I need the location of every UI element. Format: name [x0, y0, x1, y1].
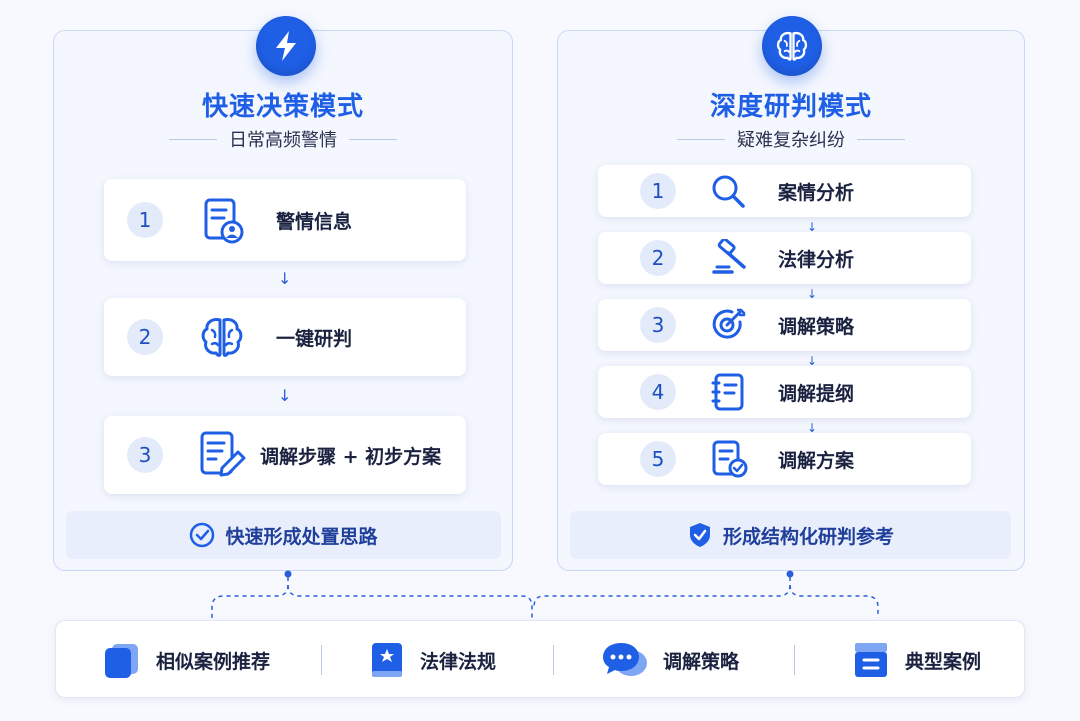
resource-laws[interactable]: 法律法规: [368, 621, 496, 699]
brain-icon: [198, 314, 246, 360]
resource-bar: 相似案例推荐 法律法规 调解策略: [55, 620, 1025, 698]
resource-similar-cases[interactable]: 相似案例推荐: [102, 621, 270, 699]
arrow-down-icon: ↓: [807, 421, 818, 435]
step-label: 调解方案: [778, 450, 855, 472]
step-label: 调解提纲: [778, 383, 855, 405]
step-label: 一键研判: [276, 328, 353, 350]
step-number: 1: [640, 173, 676, 209]
step-card-1: 1 警情信息: [104, 179, 466, 261]
subtitle-row: 疑难复杂纠纷: [558, 126, 1024, 152]
gavel-icon: [710, 239, 748, 277]
document-edit-icon: [198, 430, 246, 480]
brain-icon: [762, 16, 822, 76]
resource-strategies[interactable]: 调解策略: [601, 621, 739, 699]
step-card-3: 3 调解策略: [598, 299, 971, 351]
magnifier-icon: [710, 173, 746, 209]
divider: [553, 645, 554, 675]
step-number: 5: [640, 441, 676, 477]
panel-title: 快速决策模式: [201, 92, 364, 122]
resource-label: 法律法规: [420, 650, 497, 673]
arrow-down-icon: ↓: [278, 386, 292, 405]
document-check-icon: [710, 439, 748, 479]
deep-analysis-panel: 深度研判模式 疑难复杂纠纷 1 案情分析 ↓ 2 法律分析 ↓: [557, 30, 1025, 571]
archive-box-icon: [851, 640, 891, 680]
divider-line: [677, 138, 725, 140]
step-card-5: 5 调解方案: [598, 433, 971, 485]
divider-line: [169, 138, 217, 140]
panel-title: 深度研判模式: [709, 92, 872, 122]
step-number: 4: [640, 374, 676, 410]
arrow-down-icon: ↓: [807, 287, 818, 301]
step-label: 调解步骤 + 初步方案: [260, 446, 442, 468]
step-label: 调解策略: [778, 316, 855, 338]
footer-text: 形成结构化研判参考: [722, 525, 894, 548]
step-number: 3: [640, 307, 676, 343]
step-label: 法律分析: [778, 249, 855, 271]
notebook-icon: [710, 372, 746, 412]
footer-text: 快速形成处置思路: [225, 525, 378, 548]
step-number: 3: [127, 437, 163, 473]
step-card-2: 2 一键研判: [104, 298, 466, 376]
lightning-bolt-icon: [256, 16, 316, 76]
step-number: 2: [127, 319, 163, 355]
step-label: 案情分析: [778, 182, 855, 204]
divider-line: [349, 138, 397, 140]
arrow-down-icon: ↓: [807, 220, 818, 234]
panel-subtitle: 日常高频警情: [229, 130, 337, 151]
step-card-3: 3 调解步骤 + 初步方案: [104, 416, 466, 494]
panel-subtitle: 疑难复杂纠纷: [737, 130, 845, 151]
fast-decision-panel: 快速决策模式 日常高频警情 1 警情信息 ↓ 2: [53, 30, 513, 571]
stacked-cards-icon: [102, 640, 142, 680]
check-circle-icon: [189, 522, 215, 548]
step-number: 2: [640, 240, 676, 276]
shield-check-icon: [687, 521, 713, 549]
arrow-down-icon: ↓: [278, 269, 292, 288]
divider: [321, 645, 322, 675]
step-label: 警情信息: [276, 211, 353, 233]
resource-label: 调解策略: [663, 650, 740, 673]
step-card-2: 2 法律分析: [598, 232, 971, 284]
divider-line: [857, 138, 905, 140]
target-icon: [710, 306, 748, 344]
document-person-icon: [200, 197, 246, 245]
subtitle-row: 日常高频警情: [54, 126, 512, 152]
resource-label: 典型案例: [905, 650, 982, 673]
step-card-4: 4 调解提纲: [598, 366, 971, 418]
resource-typical-cases[interactable]: 典型案例: [851, 621, 981, 699]
resource-label: 相似案例推荐: [156, 650, 271, 673]
step-number: 1: [127, 202, 163, 238]
divider: [794, 645, 795, 675]
chat-bubbles-icon: [601, 639, 649, 681]
step-card-1: 1 案情分析: [598, 165, 971, 217]
arrow-down-icon: ↓: [807, 354, 818, 368]
panel-footer: 快速形成处置思路: [66, 511, 501, 559]
panel-footer: 形成结构化研判参考: [570, 511, 1011, 559]
law-book-icon: [368, 640, 406, 680]
